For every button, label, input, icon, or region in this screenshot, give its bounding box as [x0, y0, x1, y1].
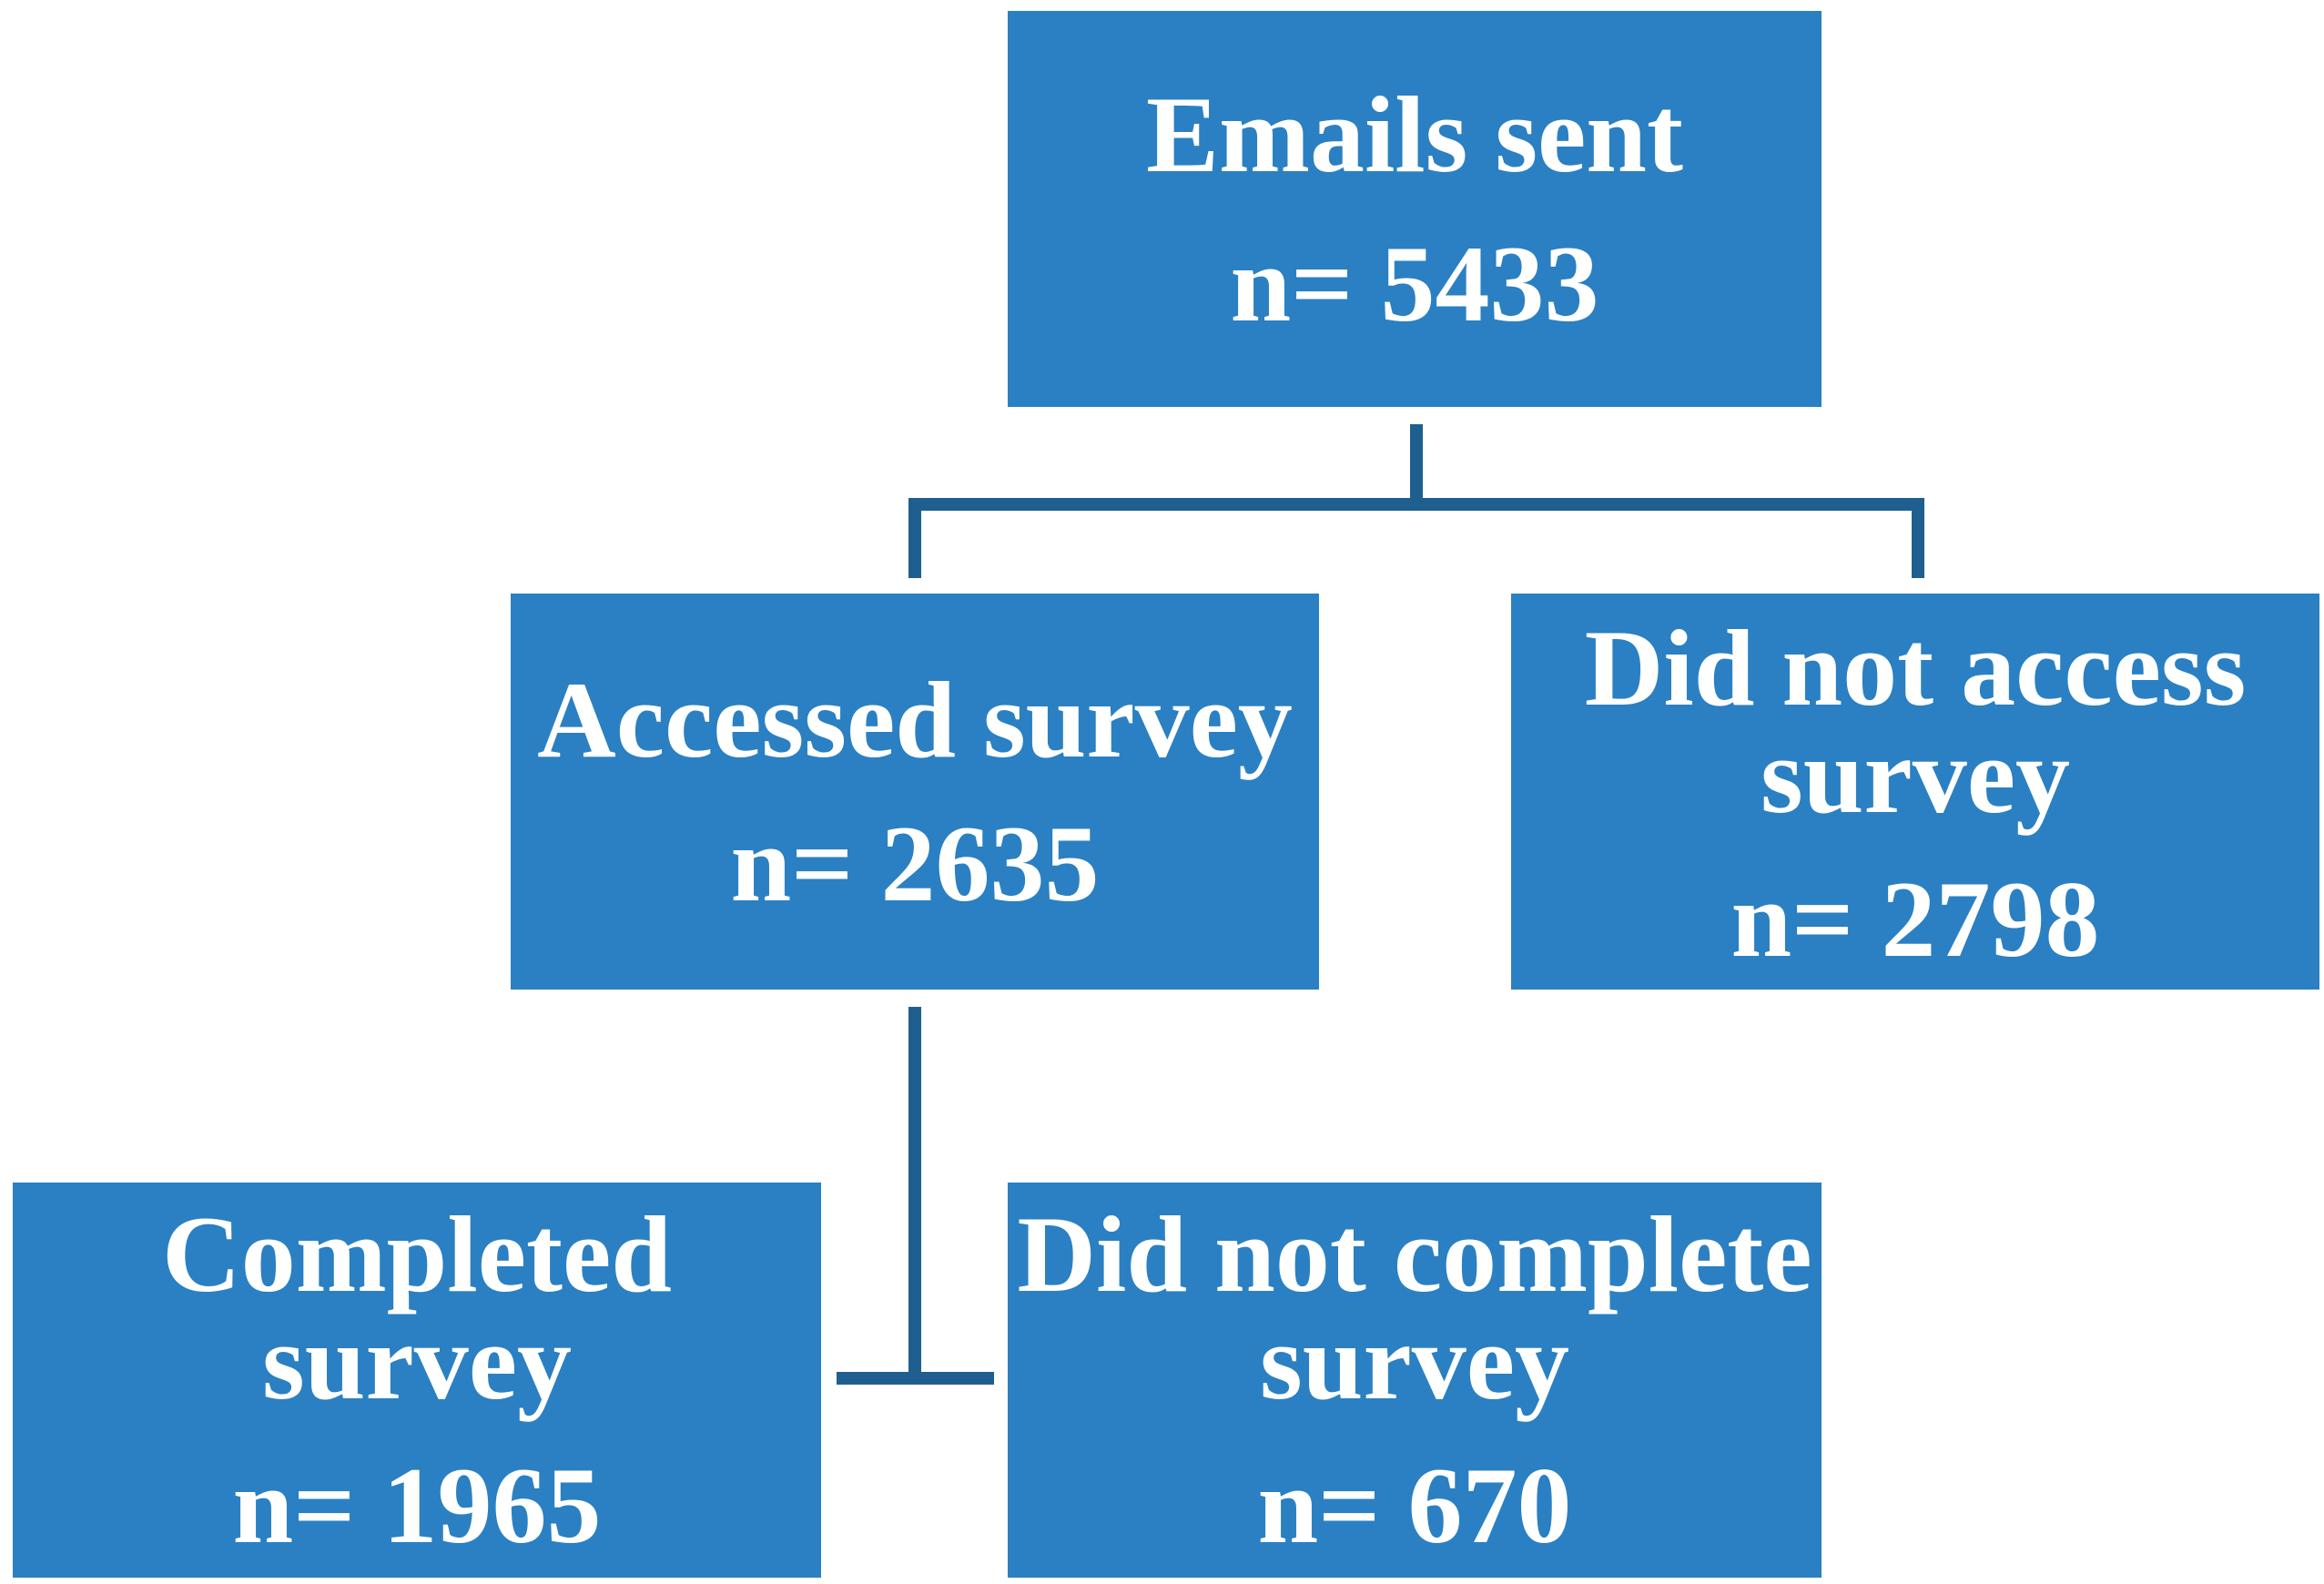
node-did-not-access-survey: Did not access survey n= 2798 [1511, 594, 2319, 990]
connector-right-drop [1912, 498, 1924, 578]
node-completed-survey: Completed survey n= 1965 [13, 1183, 821, 1578]
connector-accessed-bar [837, 1372, 994, 1385]
node-completed-survey-title: Completed survey [162, 1193, 672, 1422]
node-did-not-complete-survey-title: Did not complete survey [1017, 1193, 1812, 1422]
node-emails-sent: Emails sent n= 5433 [1008, 11, 1822, 407]
node-accessed-survey: Accessed survey n= 2635 [511, 594, 1319, 990]
node-emails-sent-count: n= 5433 [1230, 222, 1599, 344]
node-did-not-access-survey-count: n= 2798 [1730, 858, 2100, 980]
node-accessed-survey-title: Accessed survey [537, 658, 1293, 780]
connector-left-drop [908, 498, 921, 578]
node-completed-survey-count: n= 1965 [232, 1445, 602, 1566]
node-emails-sent-title: Emails sent [1145, 73, 1684, 195]
node-did-not-complete-survey-count: n= 670 [1257, 1445, 1572, 1566]
connector-accessed-stem [908, 1007, 921, 1385]
connector-root-bar [908, 498, 1924, 511]
node-did-not-complete-survey: Did not complete survey n= 670 [1008, 1183, 1822, 1578]
node-accessed-survey-count: n= 2635 [730, 802, 1100, 924]
connector-root-stem [1410, 424, 1423, 499]
node-did-not-access-survey-title: Did not access survey [1584, 606, 2247, 836]
